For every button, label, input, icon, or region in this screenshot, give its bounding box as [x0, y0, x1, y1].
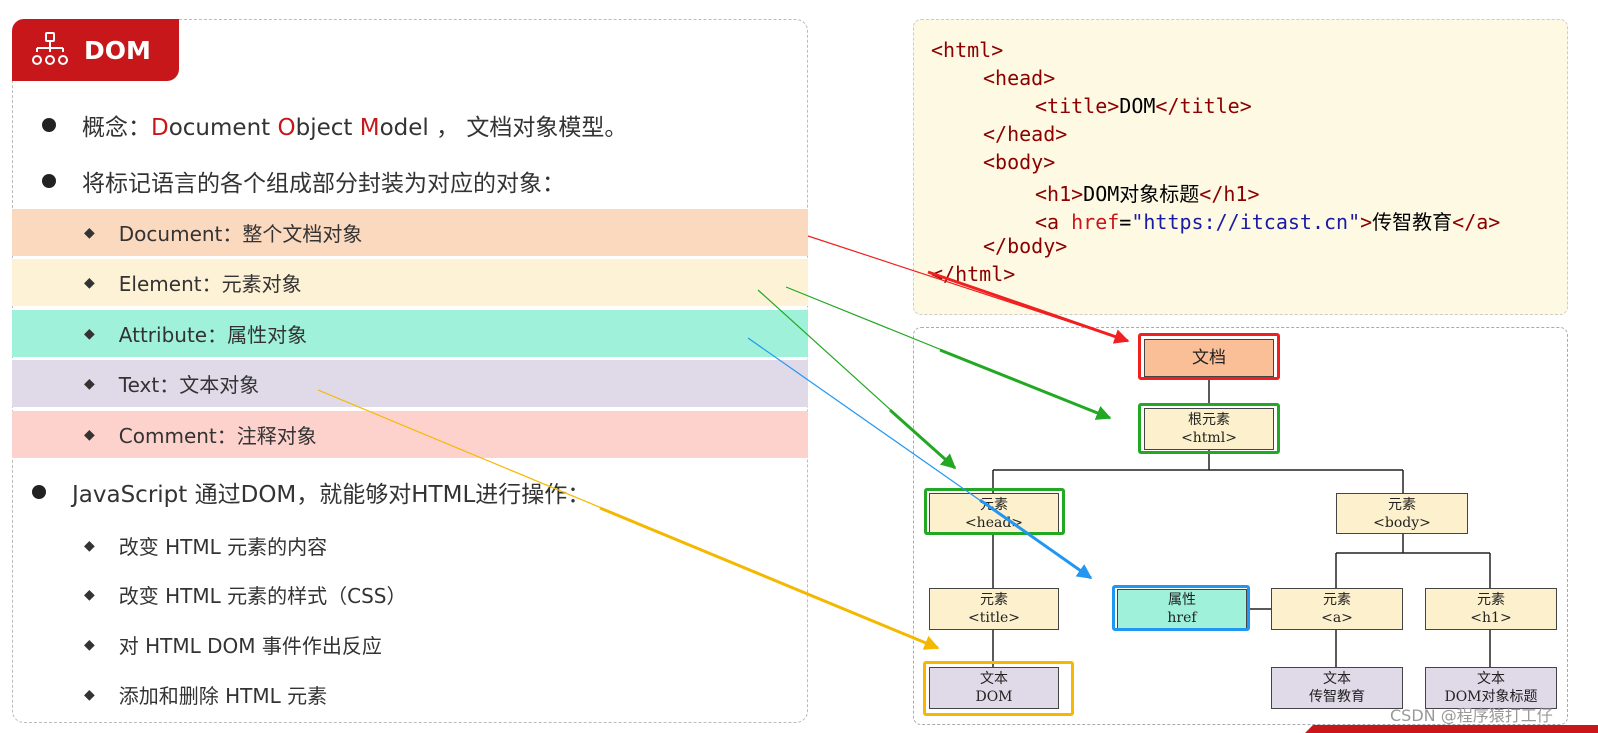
object-label: Document：整个文档对象: [118, 222, 363, 246]
tree-node-h1: 元素<h1>: [1425, 588, 1557, 630]
concept-text: 概念：Document Object Model ， 文档对象模型。: [82, 115, 628, 141]
operation-label: 添加和删除 HTML 元素: [118, 684, 328, 708]
operation-item: ◆ 改变 HTML 元素的内容: [84, 531, 327, 560]
arrow-text-thick: [599, 506, 940, 650]
bullet-dot: [42, 174, 56, 188]
tree-node-head: 元素<head>: [929, 493, 1059, 534]
operation-label: 改变 HTML 元素的样式（CSS）: [118, 584, 407, 608]
object-row-attribute: ◆ Attribute：属性对象: [12, 310, 808, 357]
watermark: CSDN @程序猿打工仔: [1390, 706, 1553, 725]
code-line: </html>: [931, 262, 1016, 286]
slide-title-tab: DOM: [12, 19, 179, 81]
code-line: </body>: [983, 234, 1068, 258]
bullet-encapsulate: 将标记语言的各个组成部分封装为对应的对象：: [42, 164, 565, 198]
object-row-element: ◆ Element：元素对象: [12, 259, 808, 306]
operation-item: ◆ 对 HTML DOM 事件作出反应: [84, 630, 382, 659]
arrow-element-root-thick: [939, 348, 1112, 420]
code-line: <a href="https://itcast.cn">传智教育</a>: [1035, 210, 1501, 234]
highlight-attribute: [1112, 585, 1250, 631]
highlight-document: [1138, 333, 1280, 380]
tree-node-title: 元素<title>: [929, 588, 1059, 630]
arrow-attribute-thick: [979, 498, 1093, 580]
code-line: </head>: [983, 122, 1068, 146]
object-row-comment: ◆ Comment：注释对象: [12, 411, 808, 458]
object-label: Element：元素对象: [118, 272, 302, 296]
object-label: Text：文本对象: [118, 373, 260, 397]
bullet-concept: 概念：Document Object Model ， 文档对象模型。: [42, 108, 627, 142]
operation-label: 对 HTML DOM 事件作出反应: [118, 634, 382, 658]
object-label: Attribute：属性对象: [118, 323, 308, 347]
code-line: <html>: [931, 38, 1004, 62]
tree-node-body: 元素<body>: [1336, 493, 1468, 534]
diamond-bullet-icon: ◆: [84, 586, 95, 603]
operation-item: ◆ 改变 HTML 元素的样式（CSS）: [84, 580, 407, 609]
encapsulate-text: 将标记语言的各个组成部分封装为对应的对象：: [82, 171, 565, 197]
diamond-bullet-icon: ◆: [84, 274, 95, 291]
arrow-element-head-thick: [889, 408, 957, 470]
tree-node-root-html: 根元素<html>: [1144, 408, 1274, 450]
highlight-head: [924, 488, 1065, 535]
html-code-block: [913, 19, 1568, 315]
tree-node-text-itcast: 文本传智教育: [1271, 667, 1403, 709]
tree-node-a: 元素<a>: [1271, 588, 1403, 630]
diamond-bullet-icon: ◆: [84, 686, 95, 703]
object-row-document: ◆ Document：整个文档对象: [12, 209, 808, 256]
diamond-bullet-icon: ◆: [84, 426, 95, 443]
highlight-root: [1138, 403, 1280, 454]
code-line: <h1>DOM对象标题</h1>: [1035, 182, 1260, 206]
code-line: <head>: [983, 66, 1056, 90]
operation-label: 改变 HTML 元素的内容: [118, 535, 328, 559]
bullet-javascript: JavaScript 通过DOM，就能够对HTML进行操作：: [32, 475, 590, 509]
code-line: <title>DOM</title>: [1035, 94, 1252, 118]
diamond-bullet-icon: ◆: [84, 325, 95, 342]
diamond-bullet-icon: ◆: [84, 224, 95, 241]
bullet-dot: [32, 485, 46, 499]
javascript-text: JavaScript 通过DOM，就能够对HTML进行操作：: [72, 482, 591, 508]
corner-decoration: [1305, 725, 1598, 733]
diamond-bullet-icon: ◆: [84, 636, 95, 653]
highlight-text: [923, 661, 1074, 716]
object-label: Comment：注释对象: [118, 424, 317, 448]
operation-item: ◆ 添加和删除 HTML 元素: [84, 680, 327, 709]
object-row-text: ◆ Text：文本对象: [12, 360, 808, 407]
arrow-document-thick: [927, 270, 1130, 344]
slide-title: DOM: [84, 35, 151, 65]
diamond-bullet-icon: ◆: [84, 537, 95, 554]
tree-node-document: 文档: [1144, 339, 1274, 377]
bullet-dot: [42, 118, 56, 132]
dom-tree-panel: [913, 327, 1568, 725]
code-line: <body>: [983, 150, 1056, 174]
hierarchy-icon: [32, 32, 68, 65]
diamond-bullet-icon: ◆: [84, 375, 95, 392]
